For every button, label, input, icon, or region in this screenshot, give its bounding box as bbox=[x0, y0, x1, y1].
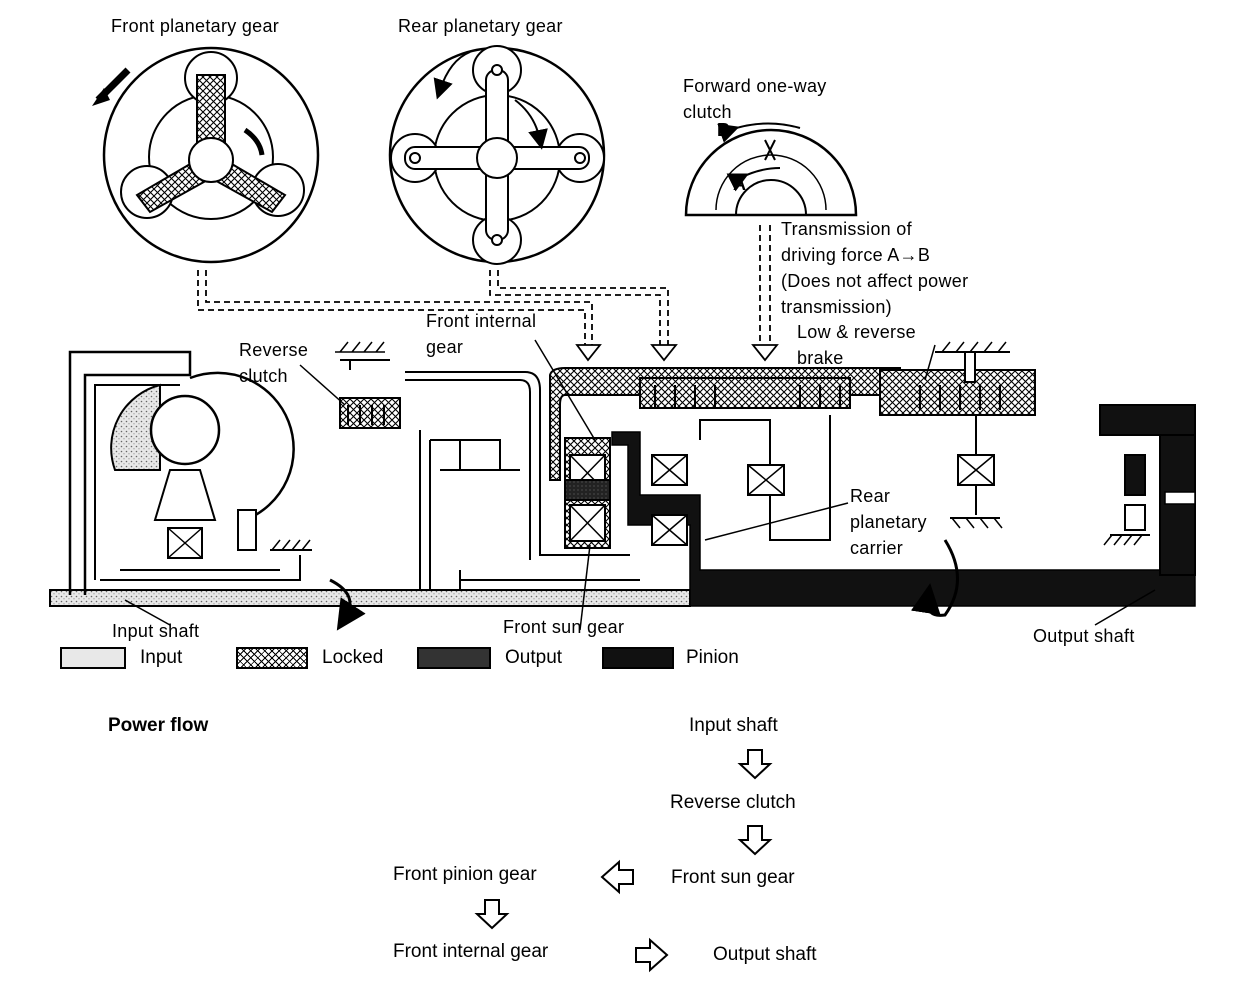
front-sun-gear-label: Front sun gear bbox=[503, 617, 625, 637]
transmission-note-line3: (Does not affect power bbox=[781, 271, 969, 291]
forward-one-way-clutch-label-line1: Forward one-way bbox=[683, 76, 827, 96]
input-shaft-label: Input shaft bbox=[112, 621, 200, 641]
legend-swatch-output bbox=[417, 647, 491, 669]
legend-swatch-locked bbox=[236, 647, 308, 669]
rear-planetary-gear-diagram bbox=[388, 45, 606, 265]
flow-step-front-internal-gear: Front internal gear bbox=[393, 941, 549, 962]
flow-step-input-shaft: Input shaft bbox=[689, 715, 778, 736]
dashed-connectors bbox=[197, 225, 771, 345]
marker-a: A bbox=[733, 174, 747, 194]
transmission-note-line4: transmission) bbox=[781, 297, 892, 317]
flow-step-front-sun-gear: Front sun gear bbox=[671, 867, 795, 888]
flow-step-output-shaft: Output shaft bbox=[713, 944, 817, 965]
legend-label-pinion: Pinion bbox=[686, 647, 739, 668]
transmission-note-line2: driving force A→B bbox=[781, 245, 931, 265]
legend-label-output: Output bbox=[505, 647, 563, 668]
low-reverse-brake-label-line1: Low & reverse bbox=[797, 322, 916, 342]
transmission-note-line1: Transmission of bbox=[781, 219, 912, 239]
rear-planetary-gear-label: Rear planetary gear bbox=[398, 16, 563, 36]
flow-step-front-pinion-gear: Front pinion gear bbox=[393, 864, 537, 885]
reverse-clutch-label-line1: Reverse bbox=[239, 340, 309, 360]
legend-swatch-pinion bbox=[602, 647, 674, 669]
rear-planetary-carrier-label-line2: planetary bbox=[850, 512, 927, 532]
front-internal-gear-label-line2: gear bbox=[426, 337, 464, 357]
front-planetary-gear-label: Front planetary gear bbox=[111, 16, 280, 36]
dashed-arrowheads bbox=[575, 344, 779, 362]
low-reverse-brake-label-line2: brake bbox=[797, 348, 844, 368]
rear-planetary-carrier-label-line3: carrier bbox=[850, 538, 904, 558]
power-flow-title: Power flow bbox=[108, 715, 209, 736]
reverse-clutch-label-line2: clutch bbox=[239, 366, 288, 386]
rear-planetary-carrier-label-line1: Rear bbox=[850, 486, 891, 506]
front-planetary-gear-diagram bbox=[92, 46, 320, 264]
legend-swatch-input bbox=[60, 647, 126, 669]
transmission-cross-section bbox=[49, 339, 1196, 631]
front-internal-gear-label-line1: Front internal bbox=[426, 311, 537, 331]
marker-b: B bbox=[717, 120, 731, 140]
forward-one-way-clutch-diagram bbox=[684, 122, 858, 217]
legend-label-locked: Locked bbox=[322, 647, 384, 668]
output-shaft-label: Output shaft bbox=[1033, 626, 1135, 646]
flow-step-reverse-clutch: Reverse clutch bbox=[670, 792, 796, 813]
legend-label-input: Input bbox=[140, 647, 183, 668]
forward-one-way-clutch-label-line2: clutch bbox=[683, 102, 732, 122]
